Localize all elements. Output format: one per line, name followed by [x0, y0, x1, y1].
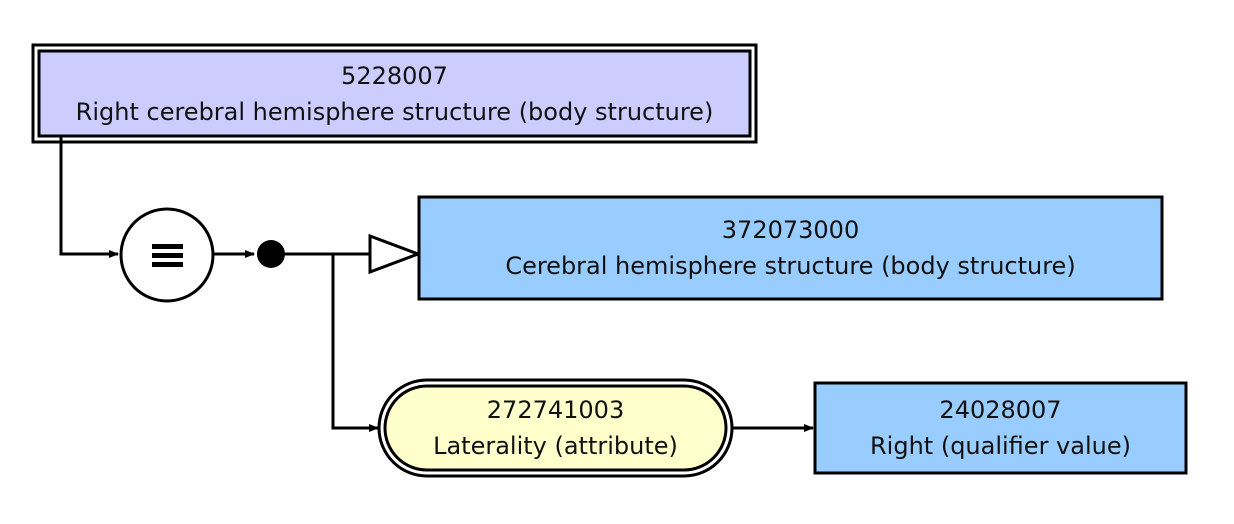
- attribute-text: 272741003 Laterality (attribute): [385, 386, 726, 470]
- equivalence-icon-bar-2: [152, 253, 183, 258]
- attribute-value-box: [813, 381, 1188, 475]
- focus-concept-label: Right cerebral hemisphere structure (bod…: [75, 97, 714, 126]
- focus-concept-text: 5228007 Right cerebral hemisphere struct…: [39, 51, 750, 136]
- attribute-pill: [377, 378, 734, 478]
- conjunction-to-attribute-connector: [331, 254, 379, 432]
- focus-concept-box: [31, 43, 758, 144]
- focus-concept-id: 5228007: [341, 61, 448, 90]
- attribute-value-id: 24028007: [939, 396, 1062, 424]
- attribute-value-text: 24028007 Right (qualifier value): [815, 383, 1186, 473]
- attribute-value-label: Right (qualifier value): [870, 432, 1131, 460]
- attribute-label: Laterality (attribute): [433, 432, 678, 460]
- conjunction-dot: [257, 240, 285, 268]
- parent-concept-box: [417, 195, 1164, 301]
- isa-arrow-icon: [368, 233, 423, 275]
- attribute-id: 272741003: [486, 396, 625, 424]
- focus-to-operator-connector: [59, 136, 119, 258]
- parent-concept-text: 372073000 Cerebral hemisphere structure …: [419, 197, 1162, 299]
- equivalence-operator: [119, 207, 215, 303]
- parent-concept-id: 372073000: [721, 216, 860, 244]
- equivalence-icon-bar-1: [152, 244, 183, 249]
- parent-concept-label: Cerebral hemisphere structure (body stru…: [505, 252, 1076, 280]
- equivalence-icon-bar-3: [152, 262, 183, 267]
